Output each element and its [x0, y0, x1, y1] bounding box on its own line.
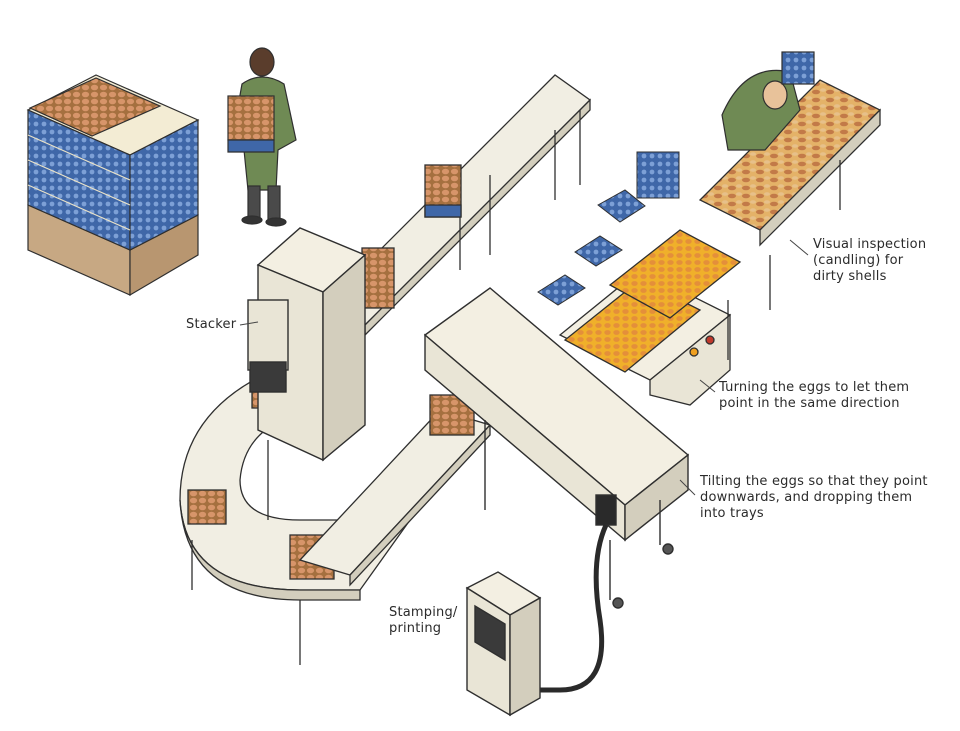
- blue-tray-stacks: [537, 151, 680, 306]
- inspection-conveyor: [698, 79, 882, 360]
- stamping-label: Stamping/ printing: [389, 605, 458, 637]
- tilting-label-line-1: Tilting the eggs so that they point: [700, 474, 928, 489]
- tilting-machine: [423, 287, 690, 609]
- leader-lines: [239, 239, 809, 496]
- stacker-label-text: Stacker: [186, 317, 237, 332]
- tilting-label-line-3: into trays: [700, 506, 764, 521]
- worker-inspecting: [721, 51, 815, 151]
- stamping-label-line-1: Stamping/: [389, 605, 458, 620]
- inspection-label-line-2: (candling) for: [813, 253, 904, 268]
- tilting-label-line-2: downwards, and dropping them: [700, 490, 913, 505]
- stacker-label: Stacker: [186, 317, 236, 333]
- turning-label-line-1: Turning the eggs to let them: [719, 380, 910, 395]
- turning-section: [558, 229, 742, 406]
- stacker-machine: [247, 227, 367, 462]
- egg-pallet: [26, 74, 200, 297]
- turning-label: Turning the eggs to let them point in th…: [719, 380, 909, 412]
- tilting-label: Tilting the eggs so that they point down…: [700, 474, 928, 522]
- lower-conveyor: [298, 394, 492, 587]
- stamping-printer: [465, 571, 542, 717]
- cable: [535, 523, 609, 693]
- stamping-label-line-2: printing: [389, 621, 442, 636]
- upper-conveyor: [328, 74, 592, 337]
- inspection-label-line-1: Visual inspection: [813, 237, 927, 252]
- inspection-label: Visual inspection (candling) for dirty s…: [813, 237, 926, 285]
- turning-label-line-2: point in the same direction: [719, 396, 900, 411]
- worker-carrying-trays: [227, 47, 297, 227]
- inspection-label-line-3: dirty shells: [813, 269, 887, 284]
